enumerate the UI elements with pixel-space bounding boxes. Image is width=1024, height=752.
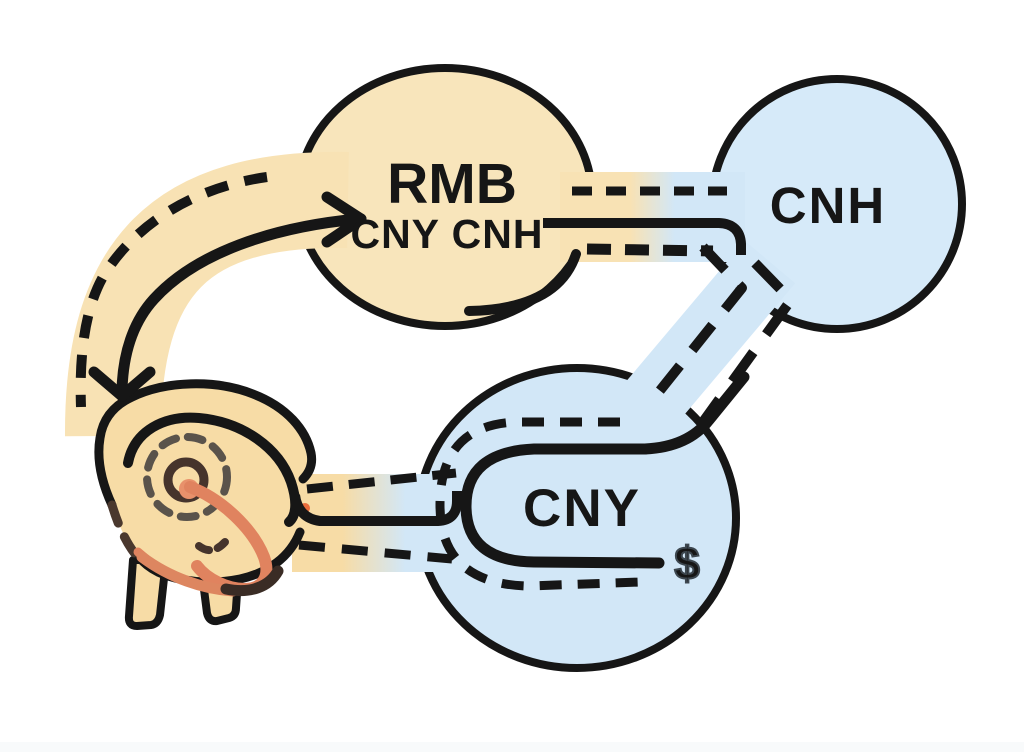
cnh-label: CNH <box>770 177 887 234</box>
cnh-cny-dashed-outer <box>695 259 796 429</box>
left-loop-arrow-shaft <box>116 213 364 396</box>
piggy-smile-dash <box>195 538 229 555</box>
arrow-right-barb2-icon <box>321 213 367 248</box>
rmb-cnh-solid-middle <box>543 218 746 255</box>
cny-label: CNY <box>523 479 641 538</box>
rmb-inner-arc <box>464 249 581 316</box>
piggy-leg-left <box>124 556 170 630</box>
connector-cnh-cny <box>650 243 796 429</box>
rmb-subtitle: CNY CNH <box>350 211 543 257</box>
cny-interior <box>435 371 750 591</box>
piggy-outline-top <box>94 379 317 510</box>
connector-rmb-cnh <box>543 186 746 257</box>
arrow-down-barb-icon <box>88 366 128 402</box>
dollar-icon: $ <box>674 537 700 589</box>
cny-dashed-parallel <box>435 417 642 591</box>
piggy-cny-dashed-bottom <box>298 540 453 564</box>
piggy-cny-dashed-top <box>306 468 457 494</box>
piggy-orange-swirl <box>184 481 273 596</box>
arrow-down-barb2-icon <box>116 366 156 402</box>
background-bottom-texture <box>0 742 1024 752</box>
cny-c-shape <box>460 443 665 569</box>
cny-c-tail <box>639 371 750 455</box>
arrow-right-barb-icon <box>321 191 367 225</box>
flow-left-loop <box>75 172 367 408</box>
piggy-dark-tail-end <box>220 565 284 597</box>
rmb-title: RMB <box>387 152 517 216</box>
piggy-dashed-ring <box>143 433 231 521</box>
left-loop-dashed-edge <box>75 172 268 408</box>
rmb-cnh-dashed-bottom <box>586 243 714 257</box>
band-left-loop <box>64 151 349 437</box>
cnh-cny-dashed-inner <box>650 243 747 402</box>
piggy-bank-figure <box>94 379 317 630</box>
